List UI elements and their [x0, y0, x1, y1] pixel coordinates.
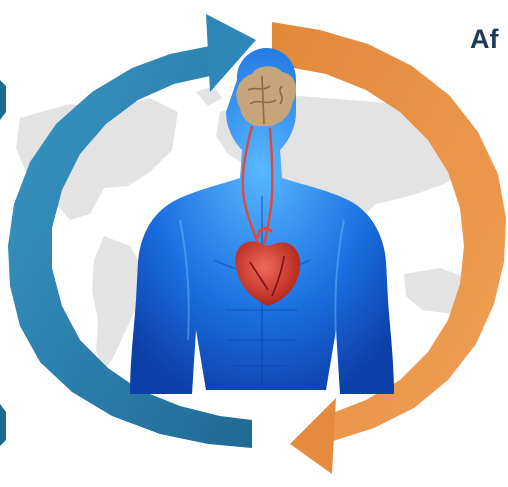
- title-fragment: Af: [470, 24, 499, 55]
- orange-arrow-head: [290, 398, 336, 474]
- left-edge-fragments: [0, 80, 6, 446]
